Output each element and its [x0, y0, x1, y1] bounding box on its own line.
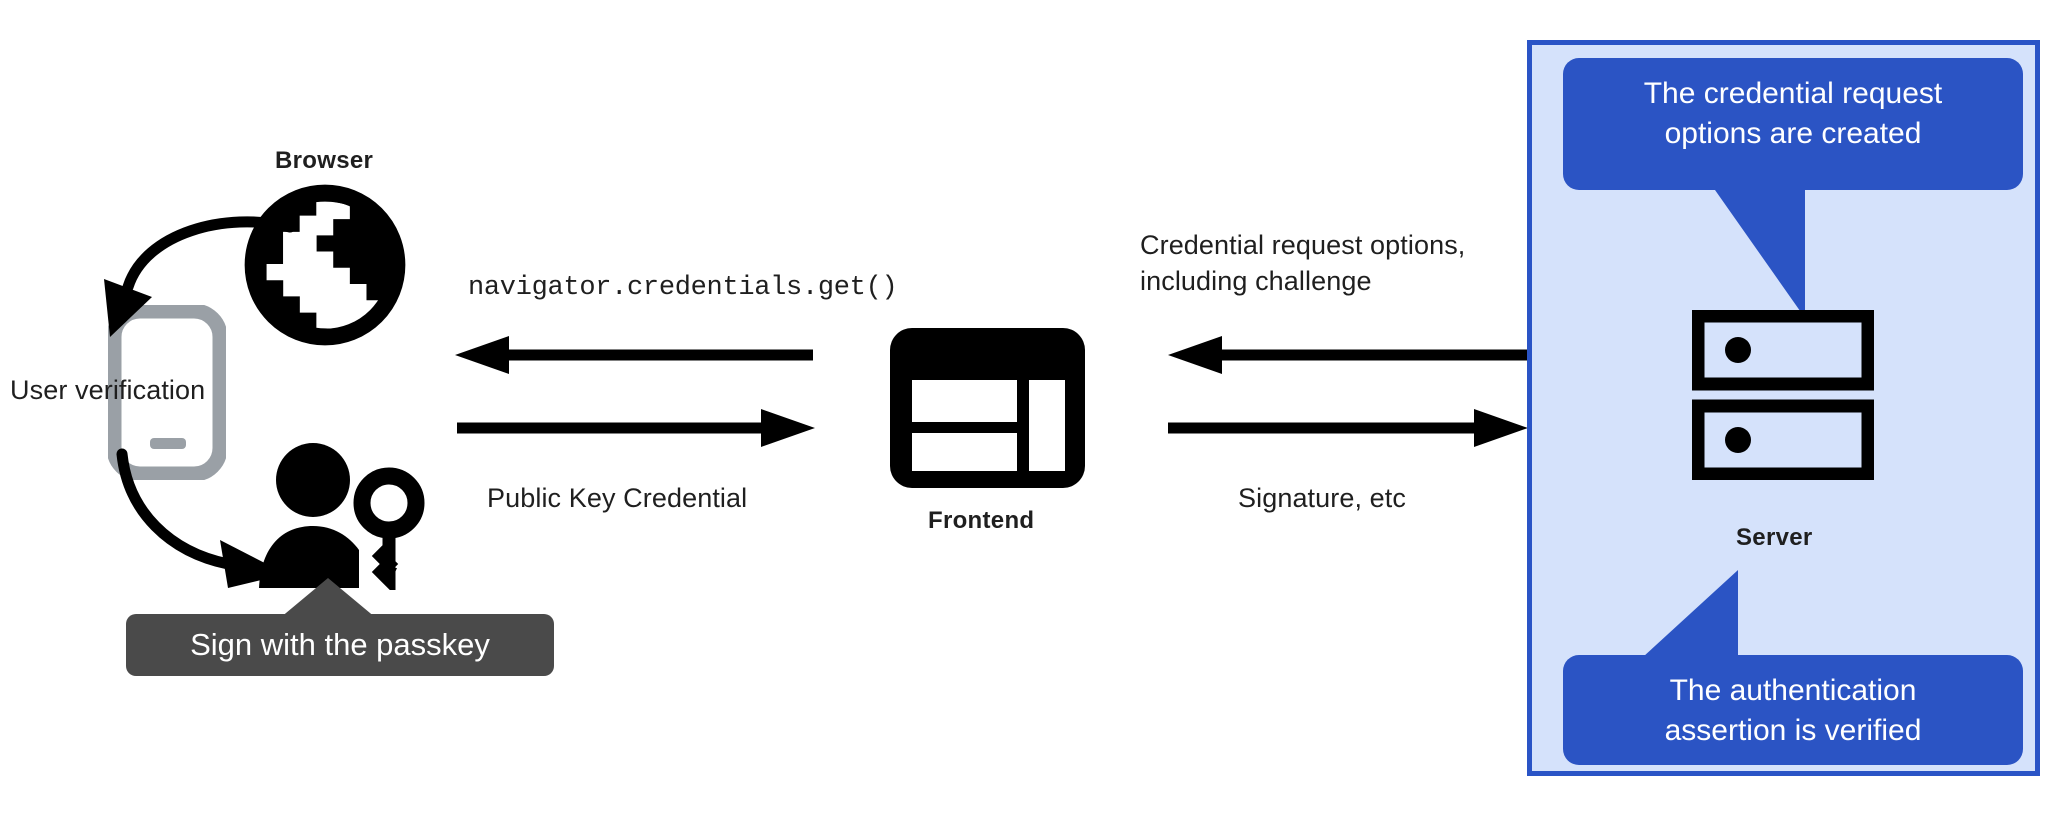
- server-rack-icon: [1692, 310, 1874, 480]
- mobile-phone-icon: [108, 305, 226, 480]
- credential-request-options-line1: Credential request options,: [1140, 230, 1466, 260]
- user-with-key-icon: [255, 440, 430, 590]
- top-callout-tail: [1620, 190, 1840, 320]
- public-key-credential-label: Public Key Credential: [487, 483, 748, 513]
- arrow-frontend-to-browser: [455, 335, 815, 375]
- frontend-node-label: Frontend: [928, 507, 1035, 534]
- arrow-frontend-to-server: [1168, 408, 1528, 448]
- arrow-server-to-frontend: [1168, 335, 1528, 375]
- arrow-browser-to-frontend: [455, 408, 815, 448]
- credential-request-options-label: Credential request options, including cha…: [1140, 227, 1465, 299]
- user-verification-label: User verification: [10, 375, 206, 405]
- callout-authentication-assertion-verified: The authentication assertion is verified: [1563, 655, 2023, 765]
- passkey-tooltip: Sign with the passkey: [126, 614, 554, 676]
- arrow-browser-to-device: [90, 205, 310, 355]
- passkey-tooltip-tail: [280, 578, 376, 618]
- server-node-label: Server: [1736, 524, 1813, 551]
- credential-request-options-line2: including challenge: [1140, 266, 1372, 296]
- browser-window-icon: [890, 328, 1085, 488]
- navigator-credentials-get-label: navigator.credentials.get(): [468, 273, 898, 303]
- callout-credential-request-options: The credential request options are creat…: [1563, 58, 2023, 190]
- browser-node-label: Browser: [275, 147, 374, 174]
- signature-etc-label: Signature, etc: [1238, 483, 1407, 513]
- bottom-callout-tail: [1620, 570, 1850, 680]
